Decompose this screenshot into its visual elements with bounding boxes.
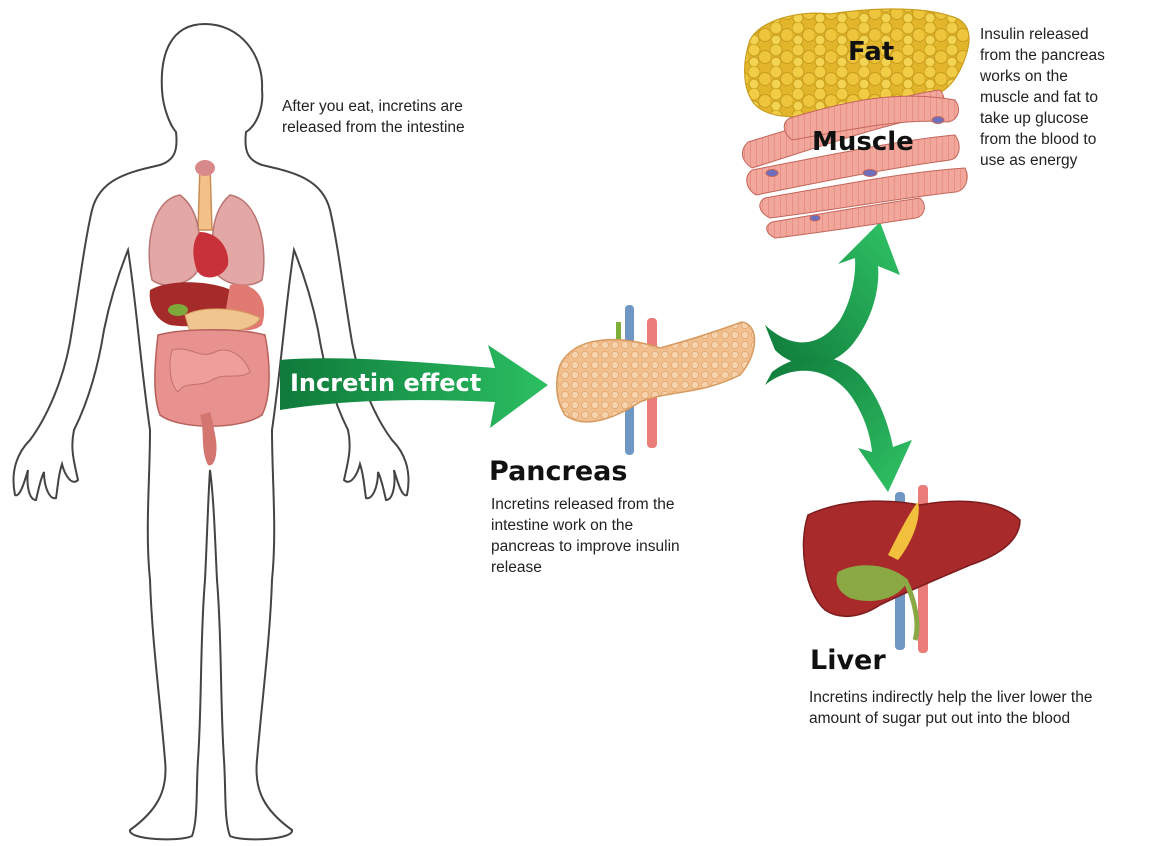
arrow-to-liver: [765, 357, 912, 492]
insulin-caption-line: take up glucose: [980, 108, 1105, 129]
body-caption-line: released from the intestine: [282, 117, 465, 138]
pancreas-caption-line: Incretins released from the: [491, 494, 680, 515]
liver-title: Liver: [810, 645, 886, 676]
pancreas-illustration: [557, 305, 755, 455]
arrow-to-muscle-fat: [765, 222, 900, 365]
muscle-title: Muscle: [812, 127, 914, 157]
insulin-caption-line: works on the: [980, 66, 1105, 87]
incretin-effect-label: Incretin effect: [290, 369, 481, 397]
insulin-caption-line: from the pancreas: [980, 45, 1105, 66]
insulin-caption: Insulin released from the pancreas works…: [980, 24, 1105, 171]
insulin-caption-line: muscle and fat to: [980, 87, 1105, 108]
liver-caption-line: Incretins indirectly help the liver lowe…: [809, 687, 1092, 708]
liver-illustration: [803, 485, 1020, 653]
pancreas-caption-line: release: [491, 557, 680, 578]
body-caption-line: After you eat, incretins are: [282, 96, 465, 117]
liver-caption-line: amount of sugar put out into the blood: [809, 708, 1092, 729]
liver-caption: Incretins indirectly help the liver lowe…: [809, 687, 1092, 729]
pancreas-caption: Incretins released from the intestine wo…: [491, 494, 680, 578]
pancreas-title: Pancreas: [489, 456, 627, 487]
fat-title: Fat: [848, 37, 894, 67]
pancreas-caption-line: intestine work on the: [491, 515, 680, 536]
insulin-caption-line: Insulin released: [980, 24, 1105, 45]
insulin-caption-line: from the blood to: [980, 129, 1105, 150]
insulin-caption-line: use as energy: [980, 150, 1105, 171]
pancreas-caption-line: pancreas to improve insulin: [491, 536, 680, 557]
body-caption: After you eat, incretins are released fr…: [282, 96, 465, 138]
